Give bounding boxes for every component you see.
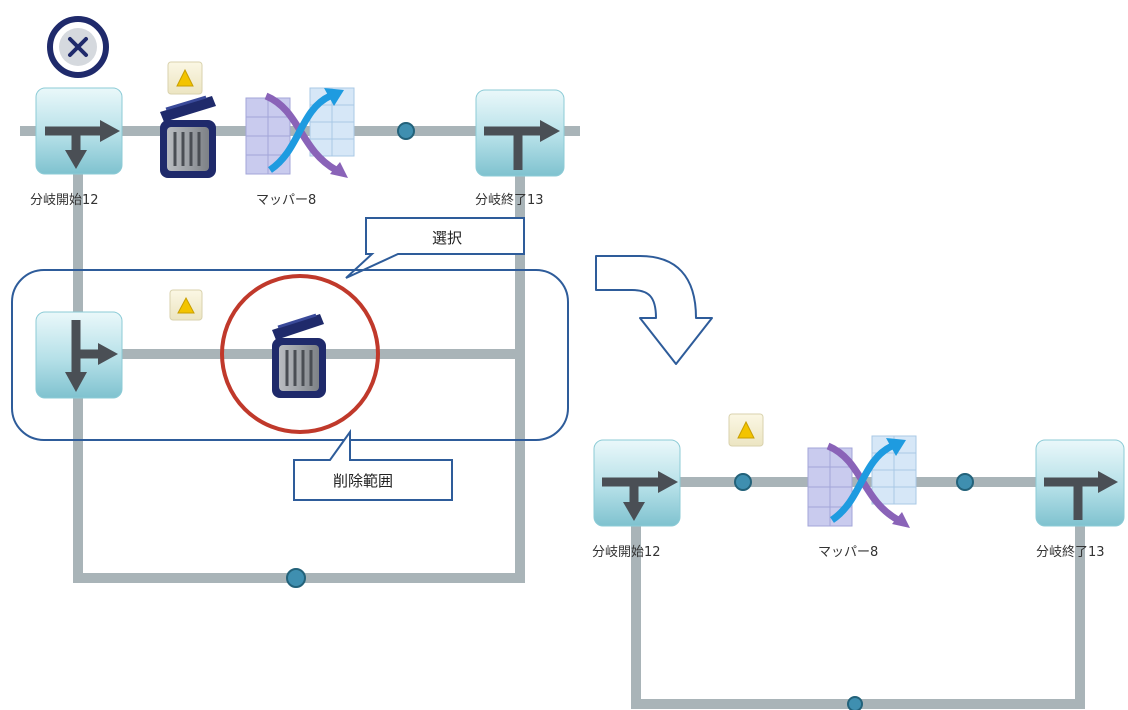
selection-range-box[interactable] [11, 269, 569, 441]
connector-port[interactable] [956, 473, 974, 491]
connector-port[interactable] [286, 568, 306, 588]
select-callout: 選択 [345, 217, 525, 279]
connector-port[interactable] [847, 696, 863, 710]
delete-highlight-circle [220, 274, 380, 434]
curved-arrow-icon [595, 255, 713, 365]
branch-end-node[interactable] [1035, 439, 1125, 527]
warning-icon [728, 413, 764, 447]
branch-end-label: 分岐終了13 [475, 192, 544, 208]
delete-range-callout: 削除範囲 [293, 428, 453, 501]
delete-range-callout-text: 削除範囲 [333, 472, 393, 490]
branch-end-label: 分岐終了13 [1036, 544, 1105, 560]
warning-icon [167, 61, 203, 95]
branch-start-node[interactable] [35, 87, 123, 175]
trash-icon[interactable] [272, 313, 326, 398]
trash-icon[interactable] [160, 95, 216, 178]
mapper-label: マッパー8 [256, 193, 316, 208]
branch-start-label: 分岐開始12 [30, 193, 99, 208]
connector-port[interactable] [734, 473, 752, 491]
select-callout-text: 選択 [432, 229, 462, 247]
mapper-icon[interactable] [807, 435, 917, 528]
branch-path-node[interactable] [35, 311, 123, 399]
branch-start-label: 分岐開始12 [592, 545, 661, 560]
warning-icon [169, 289, 203, 321]
mapper-label: マッパー8 [818, 545, 878, 560]
connector-port[interactable] [397, 122, 415, 140]
branch-start-node[interactable] [593, 439, 681, 527]
mapper-icon[interactable] [245, 87, 355, 178]
branch-end-node[interactable] [475, 89, 565, 177]
close-icon[interactable] [47, 16, 109, 78]
